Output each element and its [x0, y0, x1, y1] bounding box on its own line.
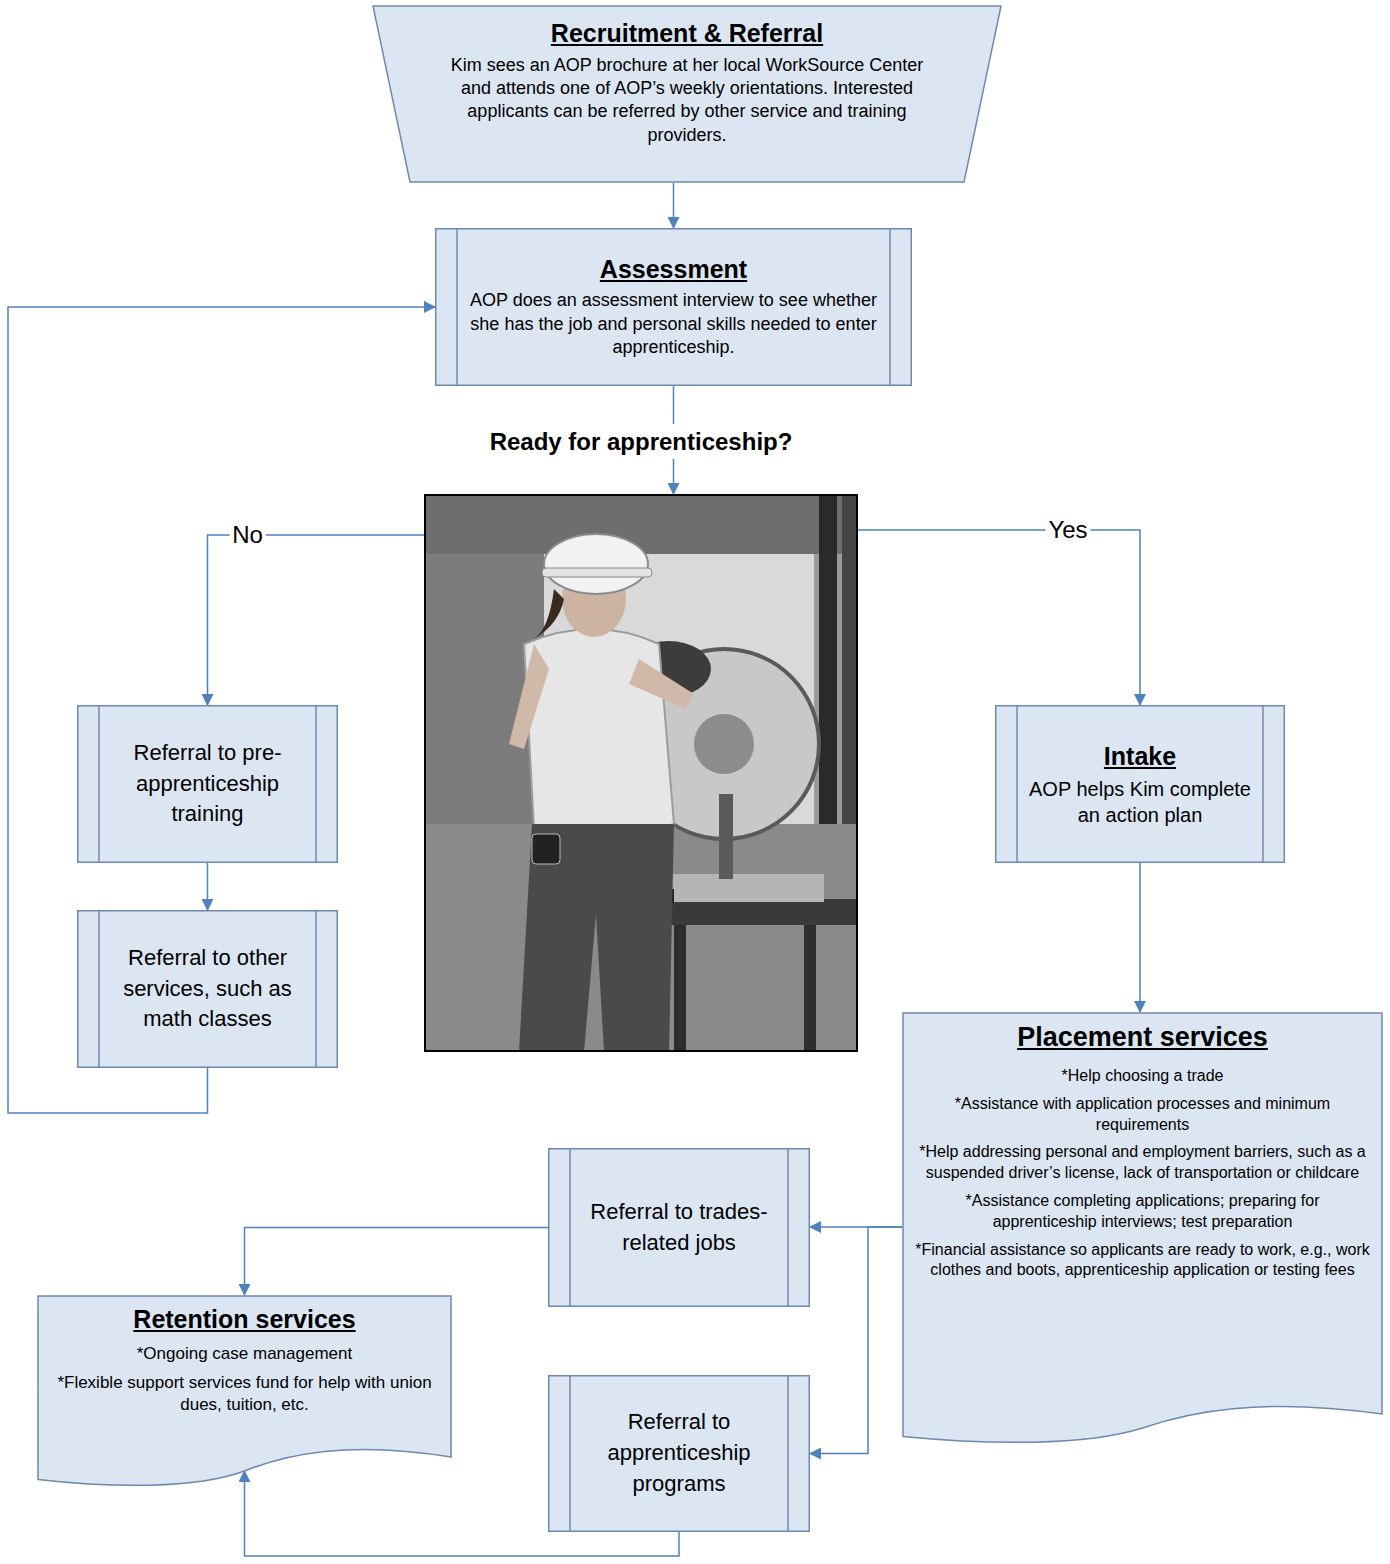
box-text: Referral to pre-apprenticeship training [105, 738, 310, 830]
worker-shirt [524, 629, 674, 835]
process-bar [787, 1375, 789, 1532]
box-text: *Help choosing a trade [914, 1066, 1371, 1087]
box-text: *Financial assistance so applicants are … [914, 1240, 1371, 1282]
connector [858, 530, 1140, 705]
process-outline [549, 1149, 810, 1307]
process-outline [436, 229, 912, 386]
hard-hat-brim [542, 568, 652, 577]
edge-label: Yes [1045, 516, 1090, 545]
box-outline [548, 1148, 810, 1307]
process-box: Referral to other services, such as math… [77, 910, 338, 1068]
process-bar [569, 1148, 571, 1307]
hard-hat [544, 534, 648, 594]
process-box: AssessmentAOP does an assessment intervi… [435, 228, 912, 386]
edge-label: No [229, 521, 266, 550]
process-bar [1262, 705, 1264, 863]
process-outline [78, 706, 338, 863]
saw-base [654, 874, 824, 902]
process-bar [889, 228, 891, 386]
document-box: Retention services *Ongoing case manageme… [37, 1295, 452, 1485]
process-bar [315, 705, 317, 863]
connector [810, 1227, 902, 1454]
process-bar [98, 705, 100, 863]
worker-arm [629, 659, 694, 709]
floor [424, 824, 858, 1052]
decision-photo: Ready for apprenticeship? [424, 494, 858, 1052]
connector [207, 863, 209, 910]
box-text: *Flexible support services fund for help… [51, 1372, 438, 1416]
decision-label: Ready for apprenticeship? [482, 424, 801, 459]
connector [8, 307, 435, 1113]
photo-frame [425, 495, 857, 1051]
document-outline [38, 1296, 451, 1485]
box-text: *Ongoing case management [51, 1343, 438, 1365]
table-leg [674, 925, 686, 1052]
box-text: *Assistance completing applications; pre… [914, 1191, 1371, 1233]
box-text: AOP does an assessment interview to see … [469, 289, 878, 359]
box-heading: Placement services [914, 1020, 1371, 1055]
process-bar [787, 1148, 789, 1307]
trapezoid-box: Recruitment & ReferralKim sees an AOP br… [372, 5, 1002, 183]
worker-ponytail [534, 589, 564, 639]
connector [1139, 863, 1141, 1012]
box-heading: Recruitment & Referral [434, 17, 940, 50]
box-text: AOP helps Kim complete an action plan [1025, 776, 1255, 828]
process-bar [569, 1375, 571, 1532]
process-box: Referral to trades-related jobs [548, 1148, 810, 1307]
photo-background [424, 494, 858, 1052]
process-box: IntakeAOP helps Kim complete an action p… [995, 705, 1285, 863]
trapezoid-outline [373, 6, 1001, 182]
saw-arm [719, 794, 733, 879]
process-bar [1016, 705, 1018, 863]
process-box: Referral to pre-apprenticeship training [77, 705, 338, 863]
saw-hub [694, 714, 754, 774]
box-heading: Intake [1025, 740, 1255, 773]
box-text: Referral to trades-related jobs [576, 1197, 782, 1259]
box-text: Referral to other services, such as math… [105, 943, 310, 1035]
process-outline [549, 1376, 810, 1532]
connector [245, 1228, 549, 1296]
box-text: Kim sees an AOP brochure at her local Wo… [434, 54, 940, 148]
connector [673, 183, 675, 228]
process-bar [456, 228, 458, 386]
document-outline [903, 1013, 1382, 1442]
process-box: Referral to apprenticeship programs [548, 1375, 810, 1532]
box-text: *Assistance with application processes a… [914, 1094, 1371, 1136]
table-leg [804, 925, 816, 1052]
box-text: *Help addressing personal and employment… [914, 1142, 1371, 1184]
worker-arm [509, 644, 549, 749]
document-box: Placement services *Help choosing a trade… [902, 1012, 1383, 1442]
ceiling [424, 494, 858, 554]
box-text: Referral to apprenticeship programs [576, 1407, 782, 1499]
process-outline [78, 911, 338, 1068]
box-heading: Retention services [51, 1303, 438, 1336]
box-heading: Assessment [469, 253, 878, 286]
connector [208, 535, 425, 705]
process-bar [315, 910, 317, 1068]
tape-measure [532, 834, 560, 864]
process-outline [996, 706, 1285, 863]
worker-jeans [519, 824, 674, 1052]
process-bar [98, 910, 100, 1068]
worker-photo [424, 494, 858, 1052]
